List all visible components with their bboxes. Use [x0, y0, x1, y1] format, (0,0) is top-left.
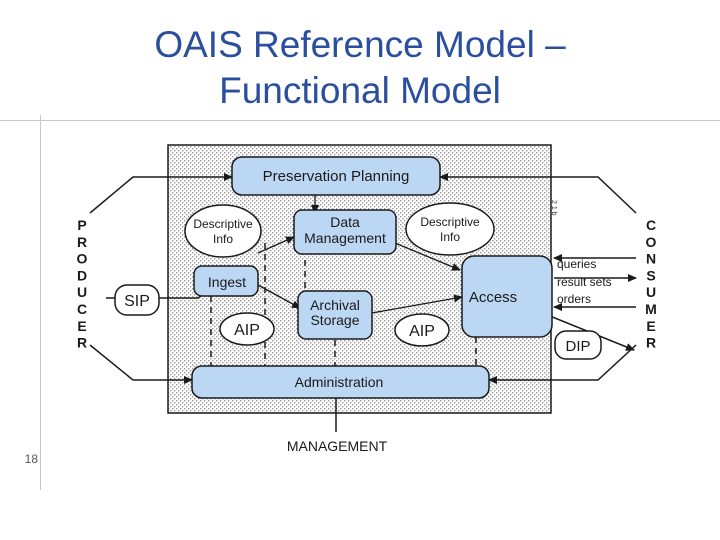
preservation-planning-label: Preservation Planning [263, 168, 410, 185]
left-divider [40, 115, 41, 490]
access-box [461, 255, 553, 338]
consumer-letter: E [646, 318, 655, 334]
aip-left-ellipse [219, 312, 275, 346]
consumer-letter: O [646, 234, 657, 250]
access-label: Access [469, 289, 517, 306]
descriptive-info-left-label-2: Info [213, 232, 233, 246]
aip-right-label: AIP [409, 323, 435, 340]
descriptive-info-left-ellipse [184, 204, 262, 258]
producer-letter: C [77, 301, 87, 317]
consumer-letter: M [645, 301, 657, 317]
preservation-planning-box [231, 156, 441, 196]
consumer-letter: R [646, 335, 656, 351]
consumer-letter: N [646, 251, 656, 267]
archival-storage-label-1: Archival [310, 297, 360, 313]
queries-label: queries [557, 257, 596, 271]
data-management-label-2: Management [304, 230, 386, 246]
title-line-2: Functional Model [219, 70, 501, 111]
producer-letter: D [77, 267, 87, 283]
administration-label: Administration [295, 374, 384, 390]
sip-box [114, 284, 160, 316]
title-line-1: OAIS Reference Model – [154, 24, 566, 65]
descriptive-info-right-label-1: Descriptive [420, 215, 480, 229]
data-management-box [293, 209, 397, 255]
administration-box [191, 365, 490, 399]
archival-storage-label-2: Storage [310, 312, 359, 328]
descriptive-info-right-label-2: Info [440, 230, 460, 244]
producer-letter: P [77, 217, 86, 233]
title-divider [0, 120, 720, 121]
producer-letter: E [77, 318, 86, 334]
consumer-letter: C [646, 217, 656, 233]
dip-label: DIP [565, 338, 590, 355]
data-management-label-1: Data [330, 214, 360, 230]
page-number: 18 [24, 452, 38, 466]
ingest-box [193, 265, 259, 297]
consumer-letter: U [646, 284, 656, 300]
sip-label: SIP [124, 293, 150, 310]
producer-letter: U [77, 284, 87, 300]
aip-left-label: AIP [234, 322, 260, 339]
descriptive-info-left-label-1: Descriptive [193, 217, 253, 231]
side-note-label: 2 1 b [550, 200, 557, 216]
producer-letter: R [77, 234, 87, 250]
result-sets-label: result sets [557, 275, 612, 289]
archival-storage-box [297, 290, 373, 340]
ingest-label: Ingest [208, 274, 246, 290]
dip-box [554, 330, 602, 360]
consumer-letter: S [646, 267, 655, 283]
aip-right-ellipse [394, 313, 450, 347]
orders-label: orders [557, 292, 591, 306]
descriptive-info-right-ellipse [405, 202, 495, 256]
producer-letter: R [77, 335, 87, 351]
management-label: MANAGEMENT [287, 438, 388, 454]
slide-title: OAIS Reference Model – Functional Model [0, 22, 720, 114]
producer-letter: O [77, 251, 88, 267]
